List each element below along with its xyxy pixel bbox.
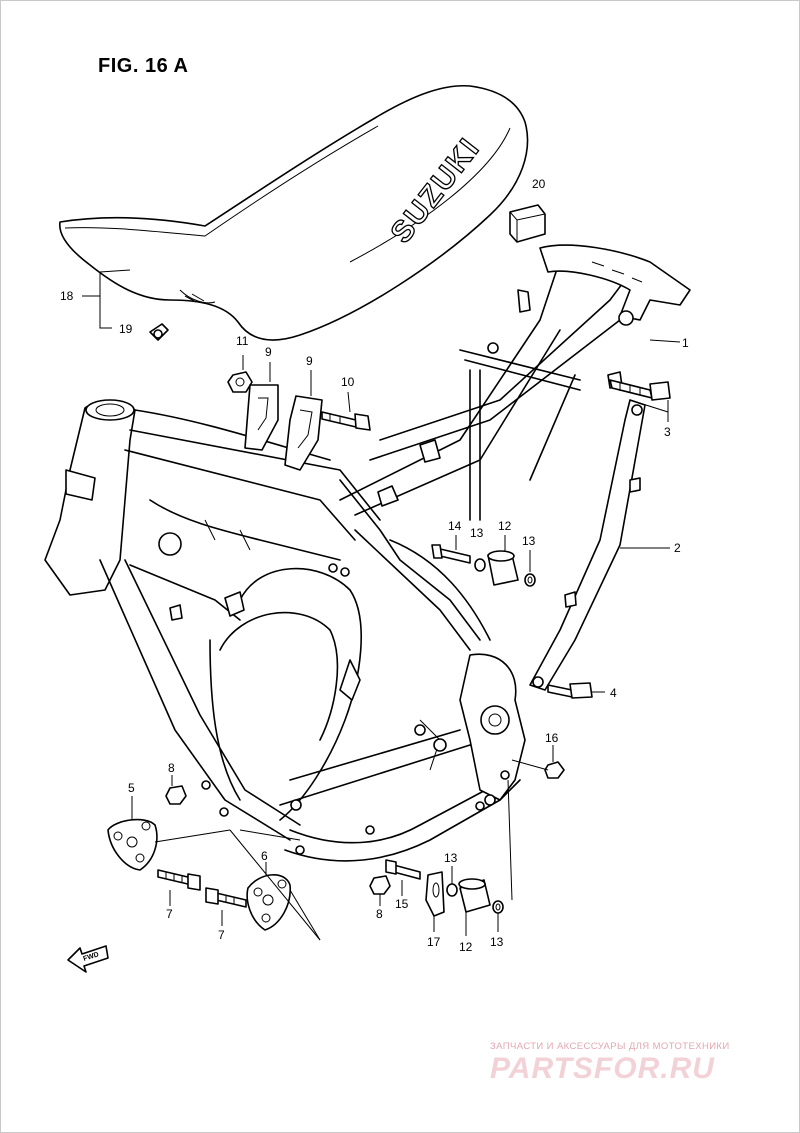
watermark-logo: PARTSFOR.RU [490, 1052, 715, 1085]
bracket-part-17 [425, 871, 445, 917]
callout-19: 19 [119, 322, 133, 336]
leader-10 [347, 391, 351, 413]
nut-part-8-upper [165, 785, 187, 805]
callout-15: 15 [395, 897, 409, 911]
seat-leaders [82, 269, 131, 329]
figure-title: FIG. 16 A [98, 55, 189, 77]
bolt-part-14 [431, 544, 471, 564]
bolt-part-7-upper [157, 869, 201, 891]
callout-9-left: 9 [265, 345, 272, 359]
callout-10: 10 [341, 375, 355, 389]
leader-1 [649, 339, 681, 343]
callout-13-right: 13 [522, 534, 536, 548]
callout-4: 4 [610, 686, 617, 700]
leader-12b-up [507, 779, 513, 901]
callout-18: 18 [60, 289, 74, 303]
callout-5: 5 [128, 781, 135, 795]
watermark-caption: ЗАПЧАСТИ И АКСЕССУАРЫ ДЛЯ МОТОТЕХНИКИ [490, 1041, 730, 1052]
mount-plate-part-5 [107, 818, 158, 871]
callout-1: 1 [682, 336, 689, 350]
seat-part-18: SUZUKI [59, 84, 529, 341]
plate-part-9-left [244, 384, 279, 451]
callout-13-lower-right: 13 [490, 935, 504, 949]
nut-part-8-lower [369, 875, 391, 895]
callout-9-right: 9 [306, 354, 313, 368]
main-frame [44, 399, 526, 862]
bolt-part-7-lower [205, 887, 247, 908]
leader-6c [229, 829, 321, 941]
callout-13-lower-left: 13 [444, 851, 458, 865]
nut-part-11 [227, 371, 253, 393]
callout-17: 17 [427, 935, 441, 949]
subframe-part-1 [339, 244, 691, 521]
callout-8-upper: 8 [168, 761, 175, 775]
bolt-part-4 [547, 682, 593, 699]
callout-3: 3 [664, 425, 671, 439]
rear-brace-part-2 [529, 399, 646, 691]
callout-8-lower: 8 [376, 907, 383, 921]
collar-part-13-top [474, 558, 486, 572]
nut-part-16 [544, 761, 565, 779]
pad-part-20 [509, 204, 546, 243]
fwd-text: FWD [82, 951, 99, 963]
seat-bolt-part-19 [149, 323, 169, 341]
callout-13-top: 13 [470, 526, 484, 540]
leader-5b [154, 829, 231, 843]
assembly-line [239, 829, 301, 841]
leader-16b [511, 759, 549, 771]
callout-11: 11 [236, 334, 249, 348]
callout-20: 20 [532, 177, 546, 191]
callout-2: 2 [674, 541, 681, 555]
mount-plate-part-6 [246, 874, 291, 931]
collar-part-13-lower-right [492, 900, 504, 914]
callout-7-lower: 7 [218, 928, 225, 942]
callout-12-lower: 12 [459, 940, 473, 954]
leader-6b [289, 889, 321, 941]
fwd-arrow-icon: FWD [67, 945, 109, 973]
callout-14: 14 [448, 519, 462, 533]
bolt-part-10 [321, 411, 371, 431]
bolt-part-15 [385, 859, 421, 880]
callout-labels: 20 18 19 1 11 9 9 10 3 14 13 12 13 2 4 1… [60, 177, 689, 954]
cushion-part-12-lower [458, 878, 491, 913]
bolt-part-3 [609, 379, 671, 401]
callout-12-top: 12 [498, 519, 512, 533]
callout-16: 16 [545, 731, 559, 745]
collar-part-13-lower-left [446, 883, 458, 897]
callout-7-upper: 7 [166, 907, 173, 921]
leader-3b [629, 399, 669, 413]
callout-6: 6 [261, 849, 268, 863]
collar-part-13-right [524, 573, 536, 587]
cushion-part-12-top [487, 550, 519, 586]
plate-part-9-right [284, 395, 323, 471]
